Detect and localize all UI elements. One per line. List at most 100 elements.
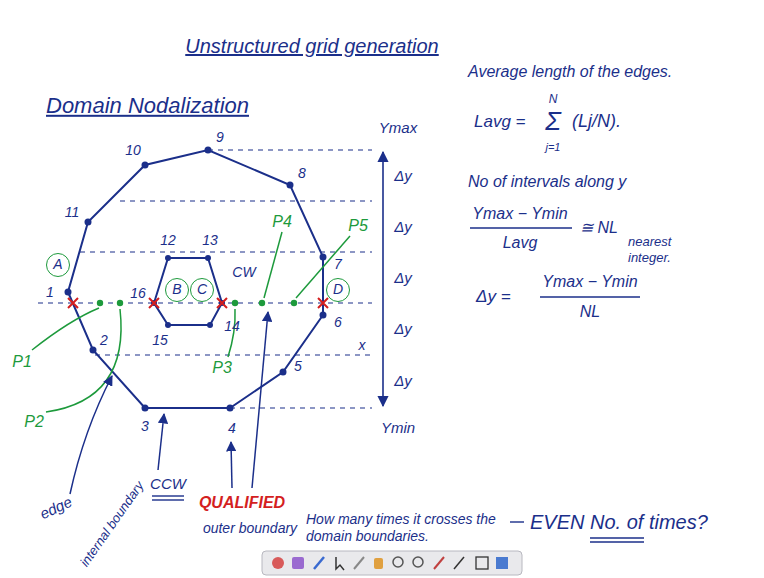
pointer-arrow	[158, 414, 164, 470]
node-number: 1	[46, 284, 54, 301]
underline	[152, 495, 184, 496]
point-dot	[97, 300, 103, 306]
formula-note: nearest integer.	[628, 234, 690, 265]
node-dot	[287, 182, 294, 189]
orientation-label: CW	[232, 264, 255, 281]
dashed-line	[230, 407, 372, 408]
pointer-arrows	[70, 312, 268, 494]
circled-point: D	[326, 278, 350, 302]
point-dot	[117, 300, 123, 306]
boundary-nodes	[65, 147, 327, 412]
node-dot	[320, 312, 327, 319]
cross-mark	[217, 298, 227, 308]
node-number: 2	[100, 332, 108, 349]
formula-part: (Lj/N).	[572, 111, 621, 133]
node-dot	[205, 147, 212, 154]
node-number: 13	[202, 232, 218, 249]
node-number: 11	[65, 204, 80, 221]
leader-line	[46, 309, 121, 412]
pointer-arrow	[70, 376, 112, 494]
node-number: 10	[125, 142, 141, 159]
fraction-bar	[540, 296, 640, 298]
node-dot	[165, 322, 171, 328]
pointer-arrow	[252, 312, 268, 488]
toolbar-icon	[314, 557, 324, 569]
node-dot	[205, 255, 211, 261]
emphasis-note: QUALIFIED	[199, 493, 285, 512]
leader-line	[264, 232, 282, 298]
node-dot	[142, 405, 149, 412]
point-label: P2	[24, 412, 44, 431]
formula-part: NL	[580, 302, 600, 321]
interval-label: Δy	[394, 218, 412, 236]
question-note: EVEN No. of times?	[530, 510, 708, 534]
toolbar-icon	[354, 557, 364, 569]
point-dot	[291, 300, 297, 306]
toolbar-icon	[476, 557, 488, 569]
point-label: P5	[348, 216, 368, 235]
node-number: 3	[141, 418, 149, 435]
point-label: P1	[12, 352, 32, 371]
toolbar-icon	[413, 557, 423, 567]
annotation: edge	[37, 493, 75, 523]
node-number: 8	[298, 165, 306, 182]
node-dot	[320, 254, 327, 261]
formula-part: Ymax − Ymin	[542, 272, 637, 291]
outer-boundary	[68, 150, 323, 408]
orientation-label: CCW	[150, 475, 186, 493]
node-dot	[90, 347, 97, 354]
point-leaders	[32, 232, 350, 412]
node-number: 6	[334, 314, 342, 331]
node-dot	[227, 405, 234, 412]
node-dot	[142, 162, 149, 169]
dashed-line	[208, 149, 372, 150]
toolbar-icon	[272, 557, 284, 569]
dash	[510, 521, 524, 522]
point-letter: A	[53, 257, 62, 272]
point-label: P3	[212, 358, 232, 377]
grid-lines	[38, 150, 372, 408]
node-number: 9	[216, 129, 224, 146]
axis-label: Ymin	[381, 419, 415, 437]
inner-boundary	[154, 258, 222, 325]
formula-part: j=1	[546, 141, 561, 154]
interval-label: Δy	[394, 320, 412, 338]
toolbar-icon	[292, 557, 304, 569]
node-dot	[207, 322, 213, 328]
leader-line	[32, 308, 99, 350]
slide-title: Unstructured grid generation	[185, 34, 438, 58]
toolbar	[262, 551, 522, 575]
node-dot	[165, 255, 171, 261]
dashed-line	[120, 200, 372, 201]
node-number: 12	[160, 232, 176, 249]
dashed-line	[80, 251, 372, 252]
node-number: 15	[152, 332, 168, 349]
toolbar-icon	[393, 557, 403, 567]
point-letter: D	[333, 282, 343, 297]
formula-part: Σ	[545, 106, 561, 137]
node-number: 14	[224, 318, 240, 335]
formula-part: ≅ NL	[580, 218, 618, 237]
formula-part: N	[549, 92, 558, 106]
dashed-line	[95, 354, 372, 355]
point-dot	[232, 300, 238, 306]
underline	[590, 537, 644, 538]
point-label: P4	[272, 212, 292, 231]
toolbar-icon	[496, 557, 508, 569]
toolbar-icon	[434, 557, 444, 569]
formula-part: Lavg =	[474, 112, 526, 132]
mark: x	[359, 337, 366, 354]
interval-label: Δy	[394, 269, 412, 287]
leader-line	[296, 236, 350, 298]
question-note: How many times it crosses the domain bou…	[306, 511, 506, 545]
y-range-arrow	[382, 152, 384, 406]
point-letter: C	[197, 282, 207, 297]
annotation: internal boundary	[77, 478, 147, 569]
cross-mark	[68, 298, 78, 308]
node-dot	[280, 369, 287, 376]
underline	[152, 499, 184, 500]
toolbar-icon	[336, 557, 344, 570]
node-dot	[85, 219, 92, 226]
toolbar-icon	[374, 558, 383, 569]
